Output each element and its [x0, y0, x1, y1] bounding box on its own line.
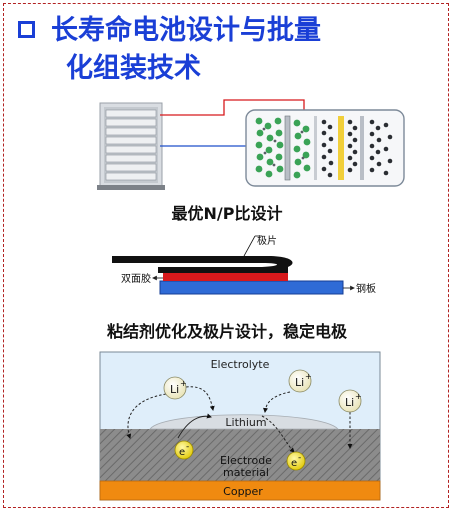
svg-text:Li: Li [345, 396, 354, 409]
tape-label: 双面胶 [121, 272, 151, 285]
copper-layer [99, 480, 381, 501]
svg-text:Li: Li [170, 383, 179, 396]
li-ion-left: Li + [163, 376, 187, 400]
tape-layer [163, 273, 288, 281]
svg-text:Li: Li [295, 376, 304, 389]
electrode-label-line-2: material [223, 466, 269, 479]
copper-label: Copper [223, 485, 263, 498]
slide-title: 长寿命电池设计与批量 化组装技术 [18, 12, 438, 88]
li-ion-right: Li + [338, 389, 362, 413]
li-ion-center: Li + [288, 369, 312, 393]
svg-text:+: + [180, 379, 187, 388]
electrolyte-label: Electrolyte [211, 358, 270, 371]
svg-text:e: e [179, 447, 185, 458]
electrode-interface-diagram: Electrolyte Lithium Electrode material C… [99, 351, 381, 501]
electrode-label-line-1: Electrode [220, 454, 272, 467]
title-line-1: 长寿命电池设计与批量 [51, 15, 321, 46]
electrode-sheet-label: 极片 [257, 234, 277, 247]
electrode-material-region [100, 429, 380, 481]
np-ratio-caption: 最优N/P比设计 [171, 204, 283, 223]
cell-cross-section [245, 109, 405, 187]
binder-caption: 粘结剂优化及极片设计，稳定电极 [106, 322, 347, 341]
svg-text:+: + [305, 372, 312, 381]
lithium-label: Lithium [225, 416, 266, 429]
svg-text:-: - [186, 442, 189, 452]
battery-rack-image [97, 102, 165, 190]
steel-plate-layer [159, 280, 344, 295]
svg-text:+: + [355, 392, 362, 401]
electrode-layer-diagram: 极片 双面胶 钢板 [112, 234, 376, 295]
svg-text:e: e [291, 458, 297, 469]
bullet-square-icon [18, 21, 35, 38]
steel-plate-label: 钢板 [356, 282, 376, 295]
svg-text:-: - [298, 453, 301, 463]
electron-right: e - [286, 451, 306, 471]
electrode-sheet-layer [112, 256, 293, 270]
dashed-frame [3, 3, 449, 508]
electron-left: e - [174, 440, 194, 460]
title-line-2: 化组装技术 [66, 53, 201, 84]
